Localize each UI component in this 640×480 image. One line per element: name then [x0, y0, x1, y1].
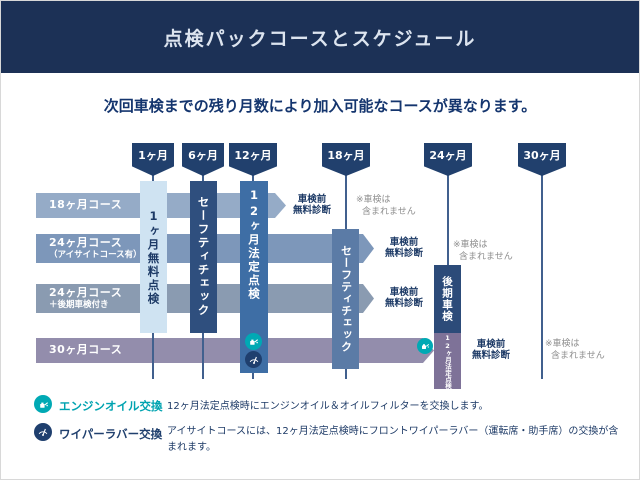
note-line2: 含まれません: [551, 350, 605, 361]
checkpoint-label: 後期車検: [441, 276, 453, 322]
inspection-not-included-note: ※車検は 含まれません: [356, 195, 416, 218]
course-label: 24ヶ月コース: [49, 236, 123, 250]
note-line1: ※車検は: [545, 339, 580, 349]
pre-inspection-diagnosis-label: 車検前 無料診断: [285, 194, 339, 217]
engine-oil-icon: [417, 338, 433, 354]
diagnosis-line1: 車検前: [476, 339, 506, 350]
course-label: 18ヶ月コース: [49, 198, 123, 212]
note-line2: 含まれません: [459, 251, 513, 262]
legend-wiper-desc: アイサイトコースには、12ヶ月法定点検時にフロントワイパーラバー（運転席・助手席…: [167, 426, 619, 453]
pre-inspection-diagnosis-label: 車検前 無料診断: [464, 339, 518, 362]
diagnosis-line2: 無料診断: [471, 350, 510, 362]
checkpoint-bar-safety-check-6month: セーフティチェック: [190, 181, 217, 333]
course-row-30month: 30ヶ月コース: [36, 338, 434, 363]
checkpoint-bar-safety-check-18month: セーフティチェック: [332, 229, 359, 369]
engine-oil-icon: [245, 333, 262, 350]
course-sublabel: （アイサイトコース有）: [49, 249, 142, 260]
checkpoint-label: 12ヶ月法定点検: [443, 333, 452, 389]
inspection-not-included-note: ※車検は 含まれません: [453, 240, 513, 263]
timeline-marker-24month: 24ヶ月: [424, 143, 472, 176]
pre-inspection-diagnosis-label: 車検前 無料診断: [377, 237, 431, 260]
checkpoint-bar-1month-free-inspection: 1ヶ月無料点検: [140, 181, 167, 333]
pre-inspection-diagnosis-label: 車検前 無料診断: [377, 287, 431, 310]
diagnosis-line1: 車検前: [297, 194, 327, 205]
diagnosis-line2: 無料診断: [292, 205, 331, 217]
timeline-marker-1month: 1ヶ月: [132, 143, 174, 176]
timeline-line-30month: [541, 175, 543, 379]
checkpoint-label: セーフティチェック: [196, 196, 211, 318]
inspection-not-included-note: ※車検は 含まれません: [545, 339, 605, 362]
course-sublabel: ＋後期車検付き: [49, 299, 109, 310]
wiper-icon: [34, 423, 52, 441]
legend-oil-title: エンジンオイル交換: [59, 399, 163, 413]
intro-text: 次回車検までの残り月数により加入可能なコースが異なります。: [103, 97, 537, 115]
legend-oil-desc: 12ヶ月法定点検時にエンジンオイル＆オイルフィルターを交換します。: [167, 401, 489, 412]
checkpoint-label: 1ヶ月無料点検: [146, 208, 161, 306]
note-line2: 含まれません: [362, 206, 416, 217]
timeline-marker-12month: 12ヶ月: [229, 143, 277, 176]
diagnosis-line2: 無料診断: [384, 248, 423, 260]
diagnosis-line1: 車検前: [389, 287, 419, 298]
timeline-marker-6month: 6ヶ月: [182, 143, 224, 176]
course-label: 30ヶ月コース: [49, 343, 123, 357]
checkpoint-bar-12month-legal-inspection: 12ヶ月法定点検: [240, 181, 268, 373]
checkpoint-bar-late-shaken: 後期車検: [434, 265, 461, 333]
course-label: 24ヶ月コース: [49, 286, 123, 300]
legend-wiper-title: ワイパーラバー交換: [59, 427, 163, 441]
header-bar: 点検パックコースとスケジュール: [1, 1, 639, 73]
timeline-marker-30month: 30ヶ月: [518, 143, 566, 176]
timeline-marker-18month: 18ヶ月: [322, 143, 370, 176]
checkpoint-label: セーフティチェック: [339, 245, 353, 353]
engine-oil-icon: [34, 395, 52, 413]
note-line1: ※車検は: [356, 195, 391, 205]
checkpoint-label: 12ヶ月法定点検: [247, 188, 261, 301]
wiper-icon: [245, 351, 262, 368]
diagnosis-line2: 無料診断: [384, 298, 423, 310]
diagnosis-line1: 車検前: [389, 237, 419, 248]
page-title: 点検パックコースとスケジュール: [163, 27, 477, 50]
note-line1: ※車検は: [453, 240, 488, 250]
checkpoint-bar-12month-legal-inspection-30month-course: 12ヶ月法定点検: [434, 333, 461, 389]
